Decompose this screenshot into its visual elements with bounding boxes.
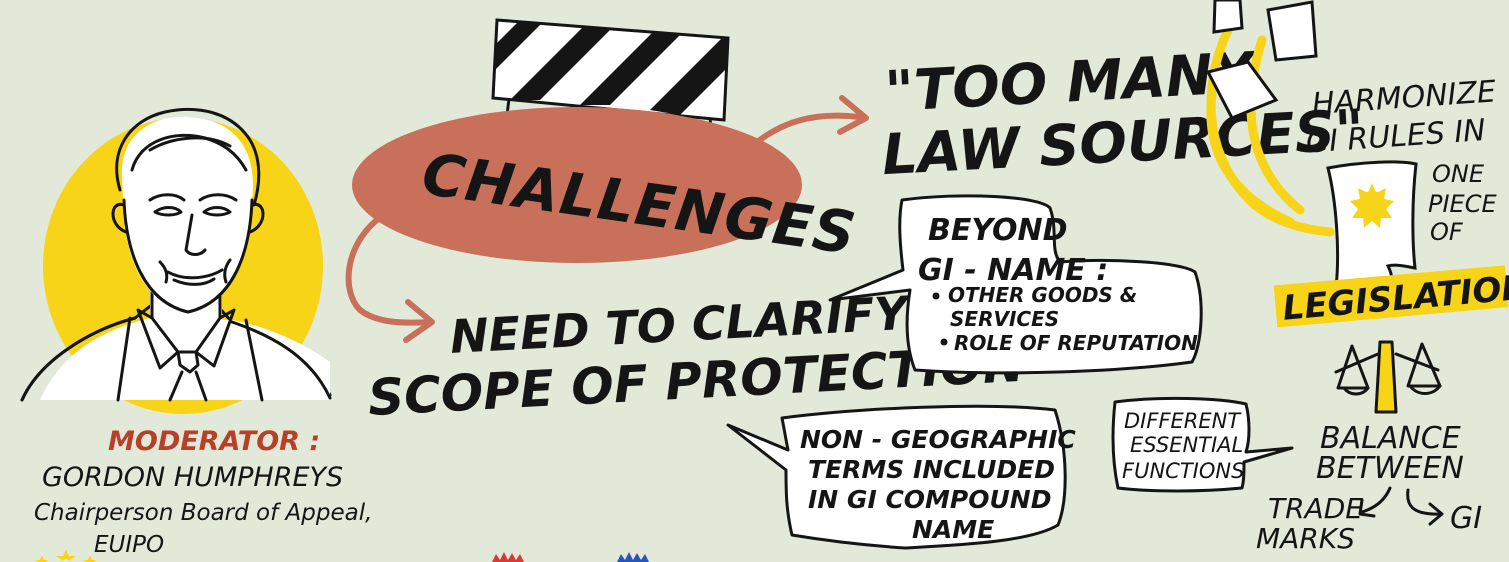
non-geo-line3: IN GI COMPOUND <box>808 485 1051 514</box>
non-geo-line4: NAME <box>912 515 994 544</box>
balance-line2: BETWEEN <box>1316 451 1464 486</box>
non-geo-line2: TERMS INCLUDED <box>808 455 1055 484</box>
functions-line2: ESSENTIAL <box>1130 433 1243 457</box>
balance-left-1: TRADE <box>1268 492 1363 525</box>
beyond-bullet-2: ROLE OF REPUTATION <box>954 331 1198 355</box>
eu-stars-icon <box>35 549 97 562</box>
arrow-to-clarify <box>345 211 435 343</box>
beyond-bullet-1b: SERVICES <box>950 307 1059 331</box>
balance-line1: BALANCE <box>1320 421 1461 456</box>
harmonize-side-2: PIECE <box>1428 190 1497 218</box>
moderator-name: GORDON HUMPHREYS <box>42 462 343 493</box>
barrier-icon <box>491 18 730 192</box>
balance-right: GI <box>1450 501 1482 536</box>
burst-decoration-blue <box>617 552 649 562</box>
beyond-line2: GI - NAME : <box>918 253 1108 288</box>
functions-bubble: DIFFERENT ESSENTIAL FUNCTIONS <box>1111 396 1294 493</box>
portrait-illustration <box>20 108 332 414</box>
harmonize-side-1: ONE <box>1432 160 1485 188</box>
moderator-label: MODERATOR : <box>108 426 320 457</box>
moderator-org: EUIPO <box>94 532 164 558</box>
scales-icon <box>1334 340 1442 414</box>
non-geo-line1: NON - GEOGRAPHIC <box>800 425 1076 454</box>
beyond-bullet-1: OTHER GOODS & <box>948 283 1137 307</box>
beyond-bubble: BEYOND GI - NAME : OTHER GOODS & SERVICE… <box>828 194 1203 375</box>
moderator-role: Chairperson Board of Appeal, <box>34 500 372 526</box>
non-geo-bubble: NON - GEOGRAPHIC TERMS INCLUDED IN GI CO… <box>726 404 1076 550</box>
balance-arrows-icon <box>1358 486 1444 526</box>
balance-left-2: MARKS <box>1256 522 1355 555</box>
harmonize-side-3: OF <box>1430 218 1464 246</box>
arrow-to-law-sources <box>742 95 869 155</box>
functions-line3: FUNCTIONS <box>1122 459 1244 483</box>
functions-line1: DIFFERENT <box>1124 409 1242 433</box>
scroll-seal-icon <box>1326 160 1418 293</box>
beyond-line1: BEYOND <box>928 213 1068 248</box>
challenges-ellipse <box>352 107 802 263</box>
burst-decoration-red <box>492 552 524 562</box>
documents-icon <box>1205 0 1335 237</box>
